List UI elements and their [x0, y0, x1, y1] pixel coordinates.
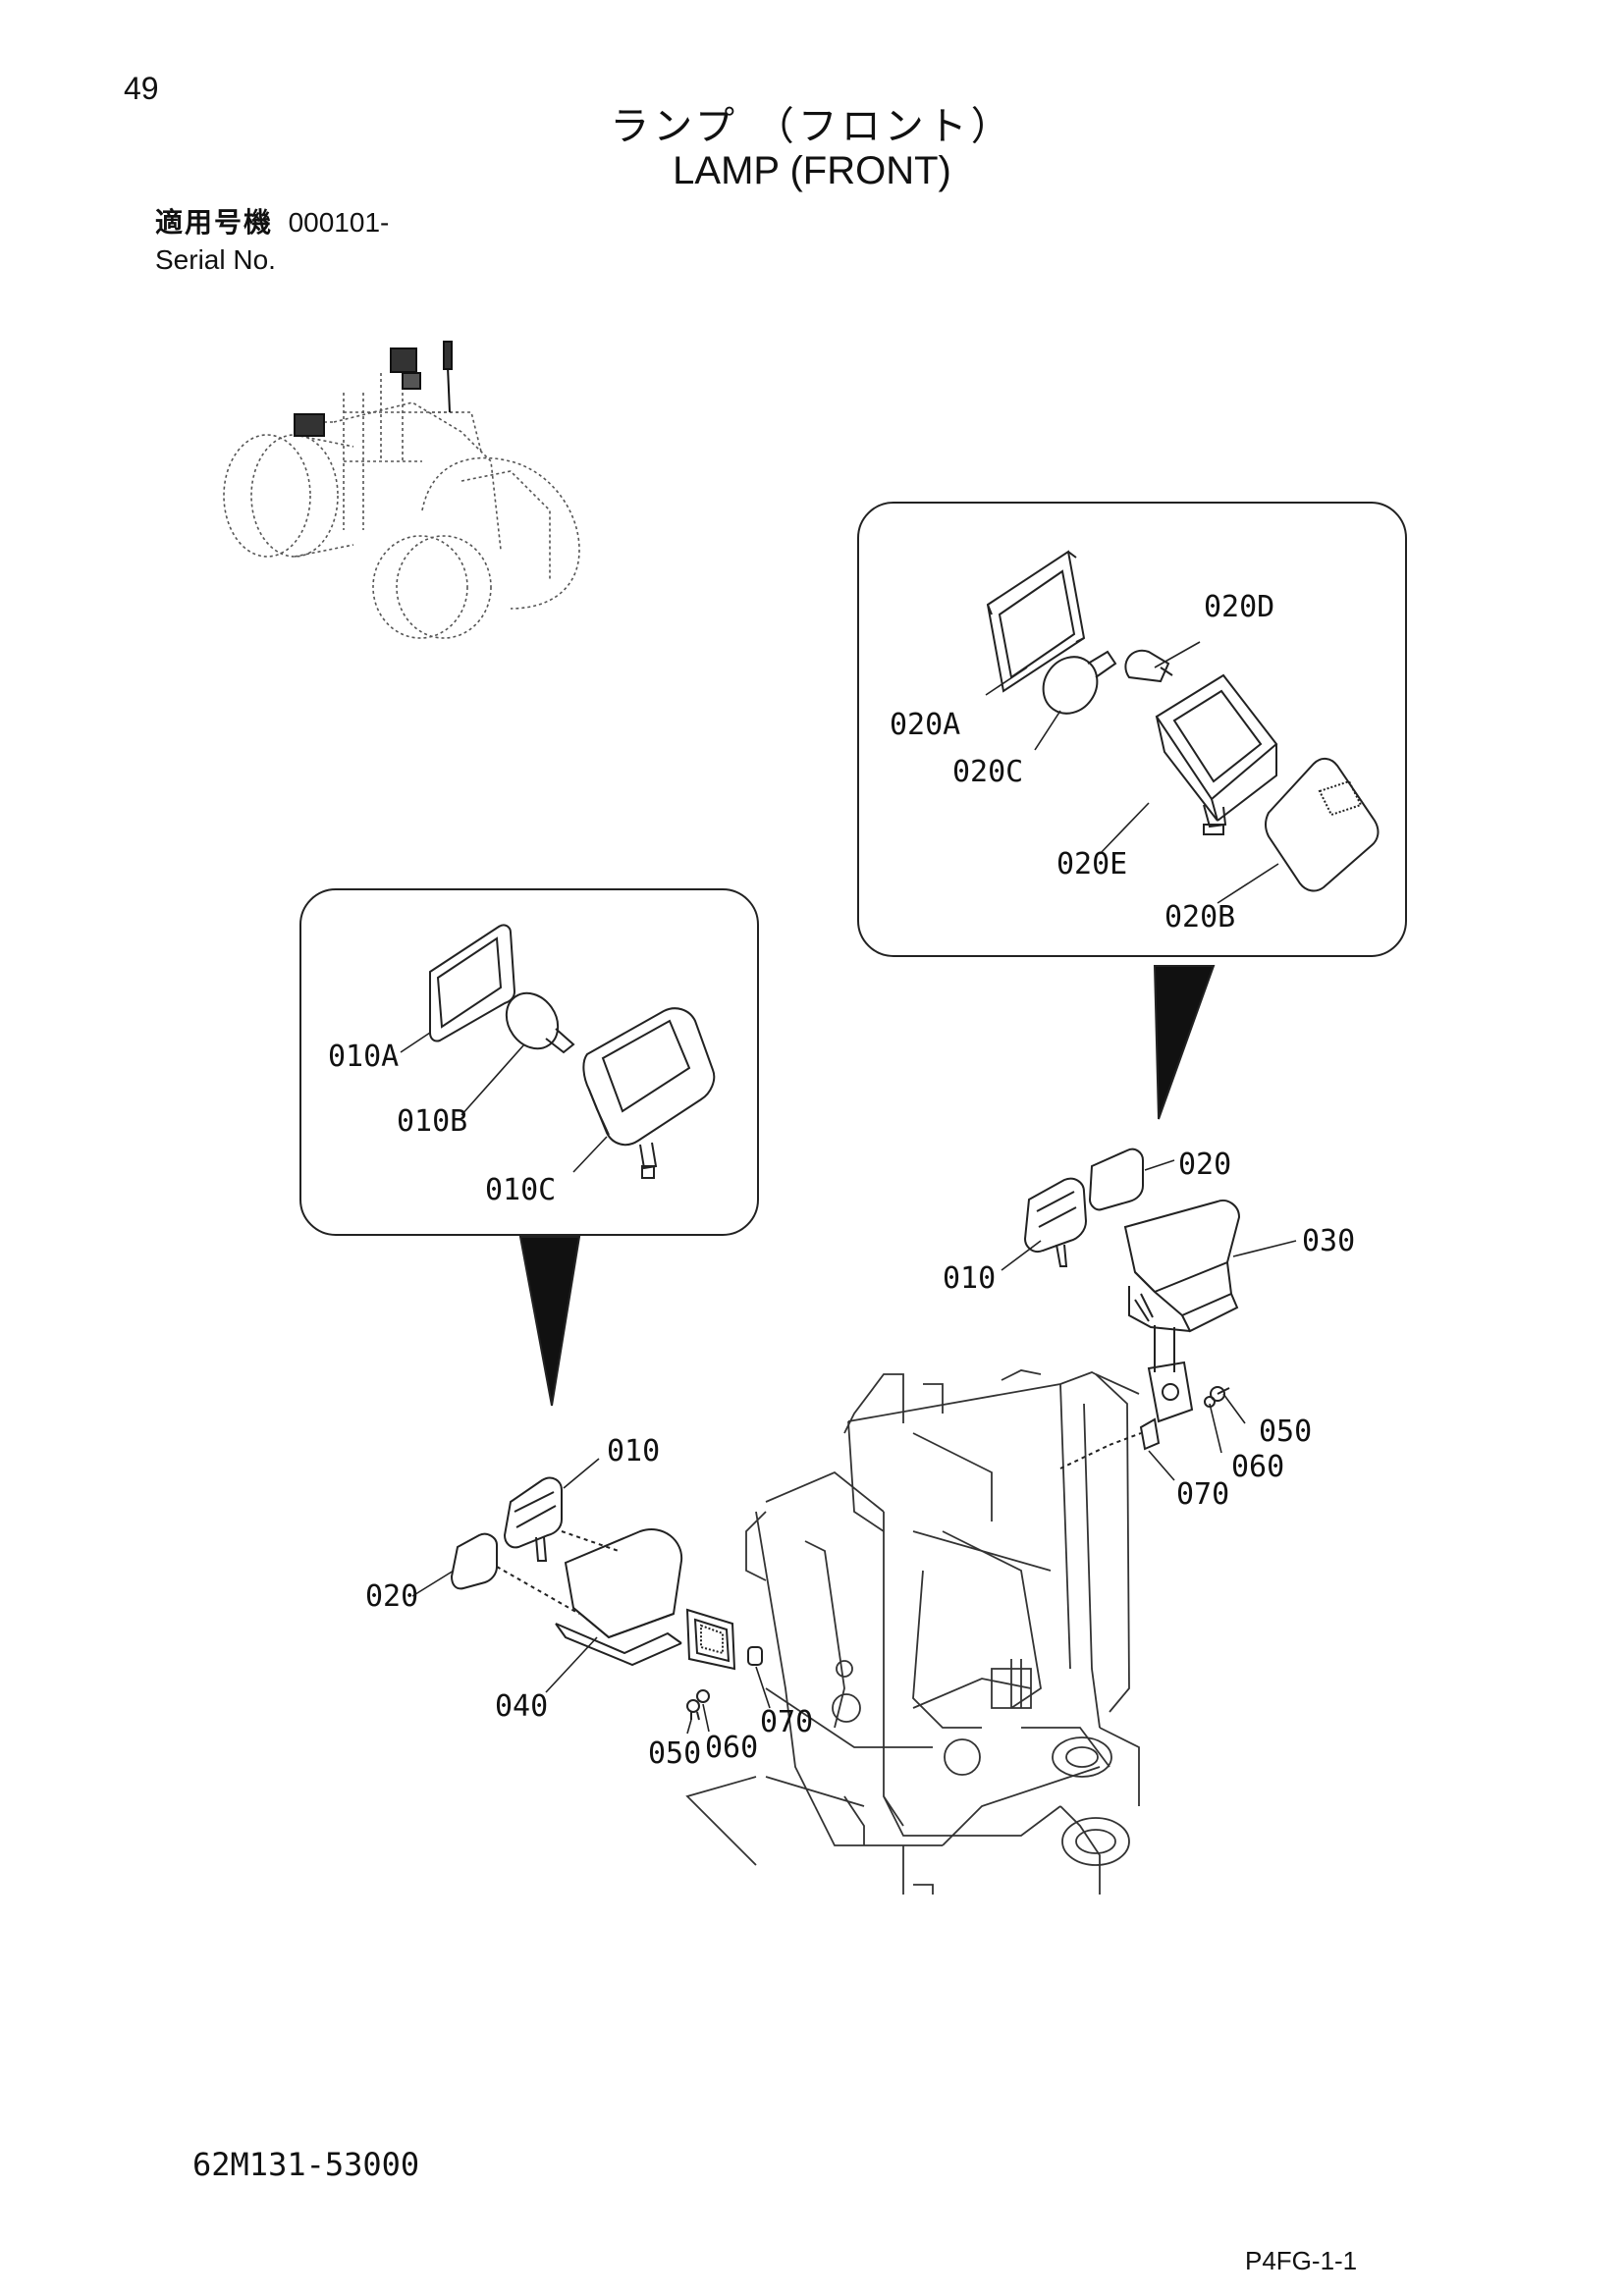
- leaders-detail-020: [985, 641, 1279, 904]
- serial-block: 適用号機 000101- Serial No.: [155, 204, 389, 279]
- sketch-highlighted-lamps: [294, 341, 453, 437]
- serial-label-jp: 適用号機: [155, 206, 274, 239]
- right-plate: [1147, 1361, 1194, 1423]
- callout-right-010: 010: [943, 1261, 996, 1296]
- left-lamp-assembly: [450, 1476, 763, 1721]
- callout-right-050: 050: [1259, 1415, 1312, 1449]
- callout-right-070: 070: [1176, 1477, 1229, 1512]
- title-japanese: ランプ （フロント）: [610, 104, 1014, 149]
- callout-right-060: 060: [1231, 1450, 1284, 1484]
- title-english: LAMP (FRONT): [673, 149, 951, 192]
- detail-box-020: [857, 502, 1407, 957]
- callout-010C: 010C: [485, 1173, 556, 1207]
- right-lamp-assembly: [1023, 1148, 1241, 1469]
- callout-020D: 020D: [1204, 590, 1274, 624]
- loader-frame: [685, 1369, 1140, 1895]
- callout-010A: 010A: [328, 1040, 399, 1074]
- part-020E-housing: [1155, 673, 1278, 835]
- callout-020C: 020C: [952, 755, 1023, 789]
- serial-value: 000101-: [288, 207, 390, 238]
- part-010C-housing: [582, 1007, 716, 1179]
- part-number: 62M131-53000: [192, 2146, 420, 2183]
- detail-box-010: [299, 888, 759, 1236]
- leaders-left-assembly: [411, 1458, 771, 1735]
- machine-overview-sketch: [223, 363, 580, 639]
- leaders-right-assembly: [1001, 1159, 1297, 1481]
- part-020C-bulb: [1042, 650, 1117, 715]
- callout-020E: 020E: [1056, 847, 1127, 881]
- left-lamp-010: [503, 1476, 563, 1549]
- callout-020B: 020B: [1164, 900, 1235, 934]
- callout-020A: 020A: [890, 708, 960, 742]
- part-020A-rim: [986, 550, 1086, 693]
- part-010A-lens: [429, 924, 516, 1042]
- callout-010B: 010B: [397, 1104, 467, 1139]
- callout-left-070: 070: [760, 1705, 813, 1739]
- callout-left-010: 010: [607, 1434, 660, 1468]
- callout-right-020: 020: [1178, 1148, 1231, 1182]
- right-lamp-010: [1023, 1177, 1088, 1253]
- page-number: 49: [124, 71, 159, 106]
- part-020D-bulb: [1124, 649, 1173, 683]
- right-lamp-020: [1088, 1148, 1144, 1211]
- serial-label-en: Serial No.: [155, 244, 276, 275]
- pointer-triangle-left: [518, 1236, 581, 1407]
- callout-left-050: 050: [648, 1736, 701, 1771]
- callout-right-030: 030: [1302, 1224, 1355, 1258]
- callout-left-040: 040: [495, 1689, 548, 1724]
- part-020B-lens: [1265, 758, 1380, 892]
- callout-left-060: 060: [705, 1731, 758, 1765]
- part-010B-bulb: [505, 991, 575, 1054]
- left-lamp-020: [450, 1532, 498, 1590]
- pointer-triangle-right: [1153, 965, 1216, 1120]
- left-bracket-040: [564, 1528, 683, 1639]
- leaders-detail-010: [400, 1032, 608, 1173]
- page-code: P4FG-1-1: [1245, 2246, 1358, 2275]
- right-bracket-030: [1123, 1200, 1241, 1294]
- callout-left-020: 020: [365, 1579, 418, 1614]
